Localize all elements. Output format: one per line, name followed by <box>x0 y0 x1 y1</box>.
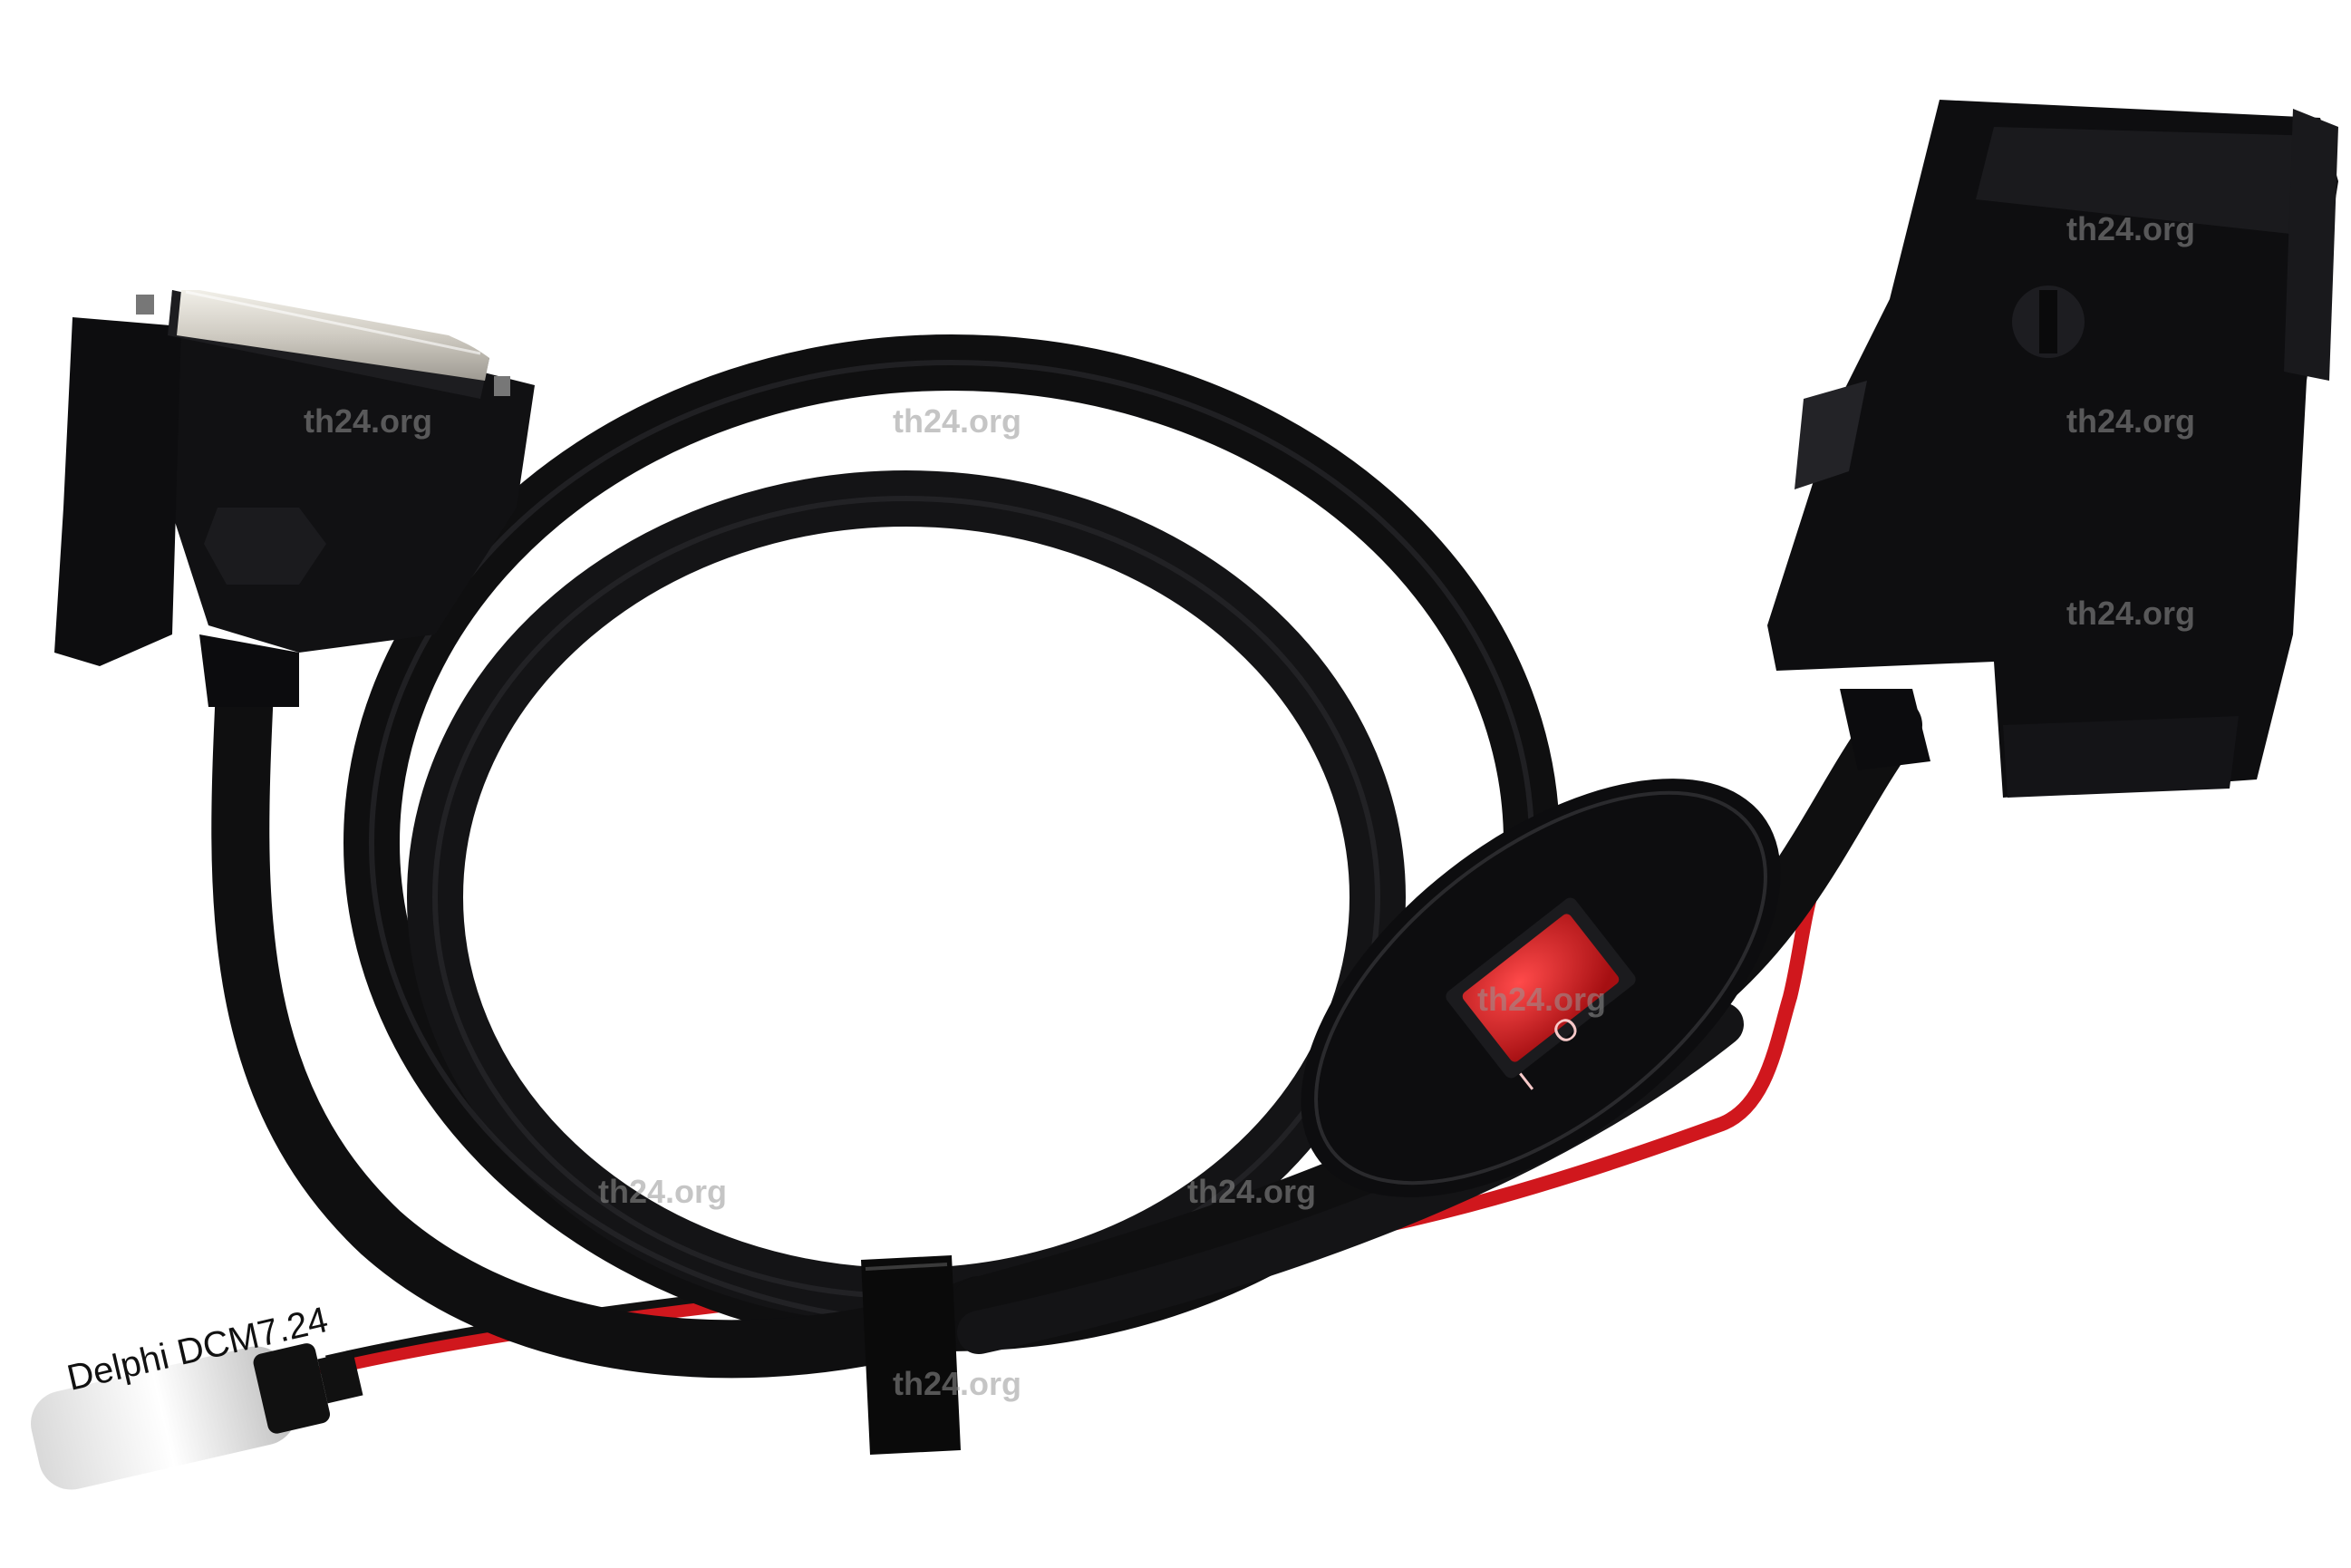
end-plug <box>31 1343 363 1490</box>
ecu-connector <box>1767 100 2338 798</box>
db25-metal-shell <box>177 290 489 381</box>
db25-connector <box>54 290 535 707</box>
velcro-strap <box>861 1255 961 1455</box>
power-switch <box>1301 779 1781 1197</box>
